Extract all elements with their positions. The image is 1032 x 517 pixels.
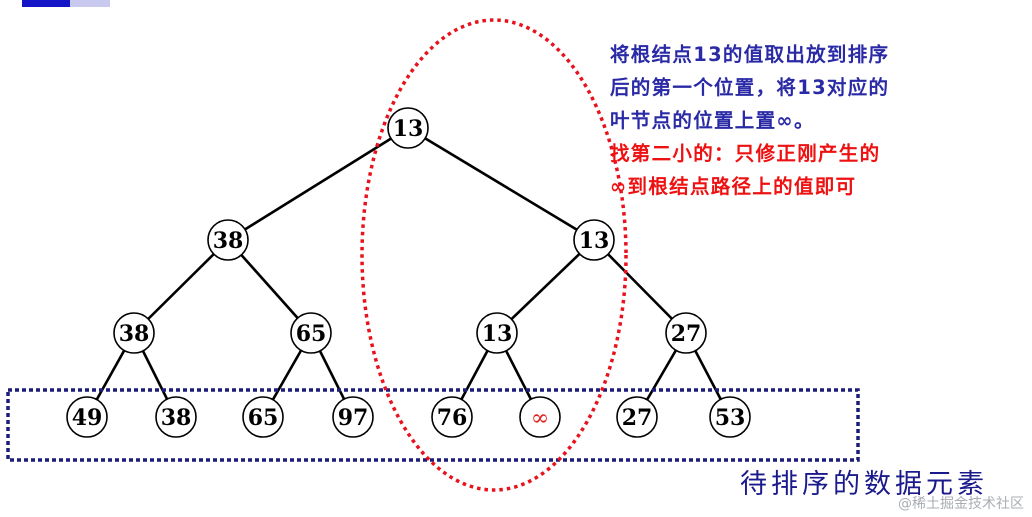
node-circle xyxy=(242,396,284,438)
node-label: 76 xyxy=(437,405,468,431)
tree-edge xyxy=(133,239,229,334)
node-label: 53 xyxy=(715,405,746,431)
node-circle xyxy=(66,396,108,438)
node-label: 38 xyxy=(119,321,150,347)
node-label: 27 xyxy=(671,321,702,347)
node-circle xyxy=(431,396,473,438)
node-label: 38 xyxy=(213,228,244,254)
node-label: 65 xyxy=(296,321,327,347)
data-elements-caption: 待排序的数据元素 xyxy=(740,469,988,500)
node-label: 97 xyxy=(338,405,369,431)
leaf-elements-box xyxy=(6,388,860,462)
corner-blue-mark xyxy=(22,0,70,7)
tree-node-leaf-8: 53 xyxy=(709,396,751,438)
tree-edge xyxy=(407,126,595,242)
tree-node-leaf-1: 49 xyxy=(66,396,108,438)
tree-edge xyxy=(227,126,409,242)
tree-node-l2-b: 65 xyxy=(290,312,332,354)
node-label: 65 xyxy=(248,405,279,431)
node-circle xyxy=(155,396,197,438)
note-blue-line: 叶节点的位置上置∞。 xyxy=(610,109,815,132)
tree-edge xyxy=(496,239,595,334)
node-circle xyxy=(476,312,518,354)
root-path-ellipse xyxy=(360,18,628,492)
node-circle xyxy=(616,396,658,438)
node-label: 49 xyxy=(72,405,103,431)
corner-fade-mark xyxy=(70,0,110,7)
node-label: 27 xyxy=(622,405,653,431)
tree-node-root: 13 xyxy=(387,107,429,149)
node-circle xyxy=(573,219,615,261)
node-circle xyxy=(519,396,561,438)
tree-node-leaf-4: 97 xyxy=(332,396,374,438)
tree-node-l2-d: 27 xyxy=(665,312,707,354)
node-circle xyxy=(332,396,374,438)
tree-node-l1-right: 13 xyxy=(573,219,615,261)
node-label: ∞ xyxy=(531,406,549,431)
note-red-line: ∞到根结点路径上的值即可 xyxy=(610,175,857,198)
node-label: 13 xyxy=(579,228,610,254)
tree-node-leaf-7: 27 xyxy=(616,396,658,438)
note-blue-line: 后的第一个位置，将13对应的 xyxy=(610,76,890,99)
tree-node-l2-a: 38 xyxy=(113,312,155,354)
explanation-note: 将根结点13的值取出放到排序 后的第一个位置，将13对应的 叶节点的位置上置∞。… xyxy=(610,38,970,203)
tree-node-l2-c: 13 xyxy=(476,312,518,354)
node-circle xyxy=(387,107,429,149)
node-label: 13 xyxy=(393,116,424,142)
tree-node-l1-left: 38 xyxy=(207,219,249,261)
node-circle xyxy=(207,219,249,261)
node-label: 13 xyxy=(482,321,513,347)
tree-node-leaf-2: 38 xyxy=(155,396,197,438)
note-blue-line: 将根结点13的值取出放到排序 xyxy=(610,43,890,66)
node-label: 38 xyxy=(161,405,192,431)
node-circle xyxy=(709,396,751,438)
node-circle xyxy=(665,312,707,354)
watermark: @稀土掘金技术社区 xyxy=(898,496,1024,512)
node-circle xyxy=(113,312,155,354)
tree-node-leaf-5: 76 xyxy=(431,396,473,438)
tree-edge xyxy=(593,239,687,334)
note-red-line: 找第二小的：只修正刚产生的 xyxy=(610,142,881,165)
tree-node-leaf-3: 65 xyxy=(242,396,284,438)
node-circle xyxy=(290,312,332,354)
tree-node-leaf-6: ∞ xyxy=(519,396,561,438)
tree-nodes: 13 38 13 38 65 13 27 49 38 65 97 76 ∞ 27 53 xyxy=(66,107,751,438)
